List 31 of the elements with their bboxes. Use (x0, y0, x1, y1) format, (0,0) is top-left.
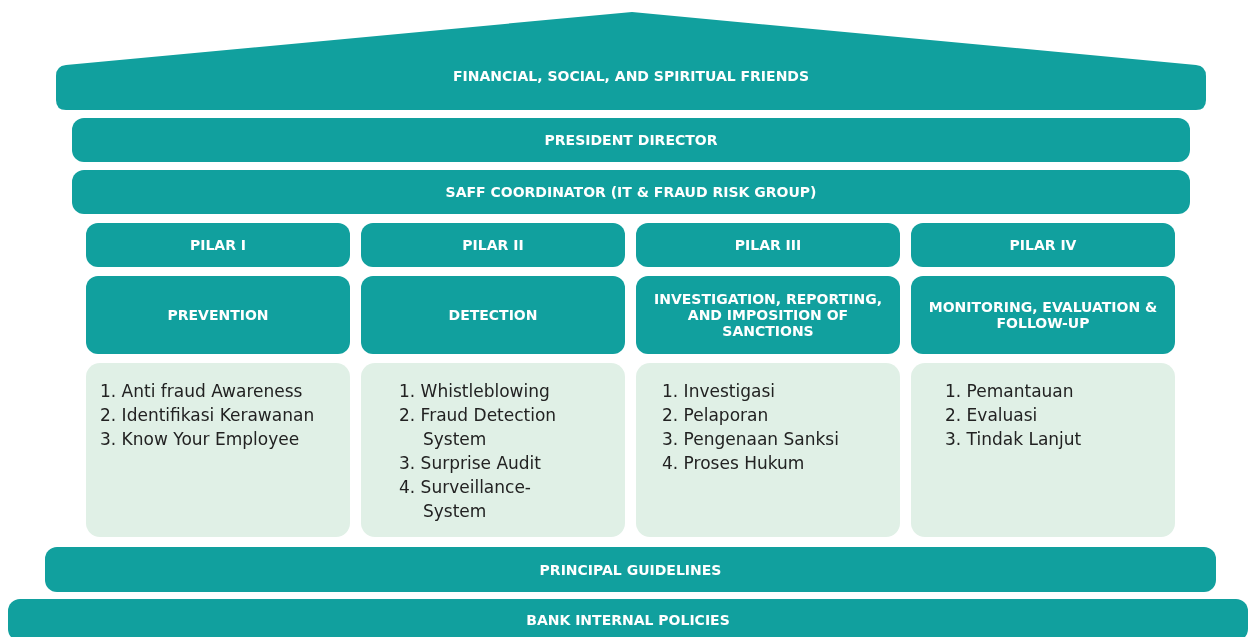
list-item: 3. Surprise Audit (399, 452, 542, 475)
pillar-label: PILAR IV (911, 223, 1175, 267)
pillar-label: PILAR III (636, 223, 900, 267)
list-item: 4. Surveillance- System (399, 476, 532, 523)
list-item: 1. Whistleblowing (399, 380, 551, 403)
list-item: 3. Pengenaan Sanksi (662, 428, 840, 451)
pillar-heading: MONITORING, EVALUATION & FOLLOW-UP (911, 276, 1175, 354)
list-item: 1. Anti fraud Awareness (100, 380, 304, 403)
beam-bar: PRESIDENT DIRECTOR (72, 118, 1190, 162)
list-panel (636, 363, 900, 537)
list-item: 4. Proses Hukum (662, 452, 806, 475)
list-panel (361, 363, 625, 537)
pillar-label: PILAR I (86, 223, 350, 267)
list-item: 1. Pemantauan (945, 380, 1075, 403)
list-item: 3. Tindak Lanjut (945, 428, 1083, 451)
base-bar: BANK INTERNAL POLICIES (8, 599, 1248, 637)
beam-bar: SAFF COORDINATOR (IT & FRAUD RISK GROUP) (72, 170, 1190, 214)
list-panel (86, 363, 350, 537)
beam-bar: PRINCIPAL GUIDELINES (45, 547, 1216, 592)
pillar-label: PILAR II (361, 223, 625, 267)
pillar-heading: INVESTIGATION, REPORTING, AND IMPOSITION OF SANCTIONS (636, 276, 900, 354)
list-item: 1. Investigasi (662, 380, 776, 403)
list-item: 2. Pelaporan (662, 404, 770, 427)
list-item: 2. Evaluasi (945, 404, 1039, 427)
pillar-heading: PREVENTION (86, 276, 350, 354)
list-panel (911, 363, 1175, 537)
list-item: 2. Identifikasi Kerawanan (100, 404, 315, 427)
list-item: 2. Fraud Detection System (399, 404, 558, 451)
roof-banner: FINANCIAL, SOCIAL, AND SPIRITUAL FRIENDS (56, 12, 1206, 110)
pillar-heading: DETECTION (361, 276, 625, 354)
list-item: 3. Know Your Employee (100, 428, 301, 451)
